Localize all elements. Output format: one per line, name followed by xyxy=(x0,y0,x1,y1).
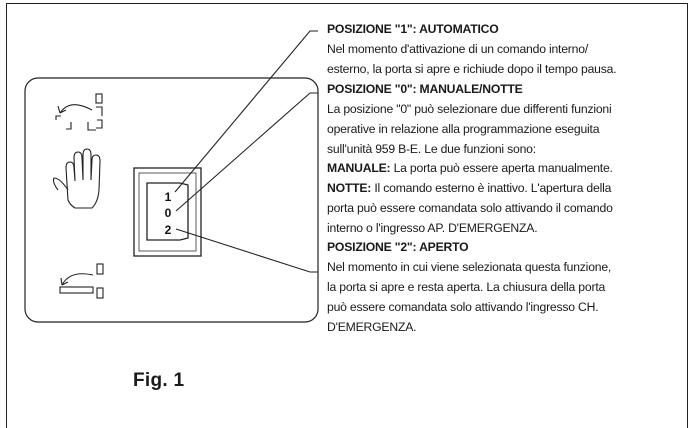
leader-lines xyxy=(174,30,318,273)
figure-label: Fig. 1 xyxy=(133,370,185,391)
figure-frame xyxy=(6,3,688,428)
heading-position-1: POSIZIONE "1": AUTOMATICO xyxy=(327,22,499,36)
notte-text-line-2: porta può essere comandata solo attivand… xyxy=(327,201,613,215)
text-position-1-line-1: Nel momento d'attivazione di un comando … xyxy=(327,42,589,56)
switch-position-0: 0 xyxy=(165,206,172,220)
text-position-2-line-3: può essere comandata solo attivando l'in… xyxy=(327,300,599,314)
leader-line-pos2 xyxy=(175,228,318,273)
text-position-2-line-1: Nel momento in cui viene selezionata que… xyxy=(327,260,612,274)
notte-label: NOTTE: xyxy=(327,181,372,195)
heading-position-0: POSIZIONE "0": MANUALE/NOTTE xyxy=(327,82,523,96)
notte-line: NOTTE: Il comando esterno è inattivo. L'… xyxy=(327,179,684,199)
door-rotate-arrow-icon xyxy=(55,93,103,131)
manuale-line: MANUALE: La porta può essere aperta manu… xyxy=(327,159,684,179)
text-position-1-line-2: esterno, la porta si apre e richiude dop… xyxy=(327,62,617,76)
door-open-arrow-icon xyxy=(59,263,104,299)
text-position-0-line-3: sull'unità 959 B-E. Le due funzioni sono… xyxy=(327,142,536,156)
leader-line-pos0 xyxy=(175,92,318,212)
switch-position-1: 1 xyxy=(165,190,172,204)
selector-switch: 1 0 2 xyxy=(133,167,202,257)
notte-text-line-3: interno o l'ingresso AP. D'EMERGENZA. xyxy=(327,221,538,235)
text-position-0-line-1: La posizione "0" può selezionare due dif… xyxy=(327,102,612,116)
control-panel xyxy=(24,77,319,323)
manuale-text: La porta può essere aperta manualmente. xyxy=(390,161,613,175)
hand-icon xyxy=(52,148,101,209)
notte-text-line-1: Il comando esterno è inattivo. L'apertur… xyxy=(371,181,612,195)
leader-line-pos1 xyxy=(174,30,318,193)
manuale-label: MANUALE: xyxy=(327,161,391,175)
switch-position-2: 2 xyxy=(165,223,172,237)
text-position-2-line-2: la porta si apre e resta aperta. La chiu… xyxy=(327,280,606,294)
text-position-2-line-4: D'EMERGENZA. xyxy=(327,320,417,334)
text-position-0-line-2: operative in relazione alla programmazio… xyxy=(327,122,600,136)
heading-position-2: POSIZIONE "2": APERTO xyxy=(327,240,469,254)
